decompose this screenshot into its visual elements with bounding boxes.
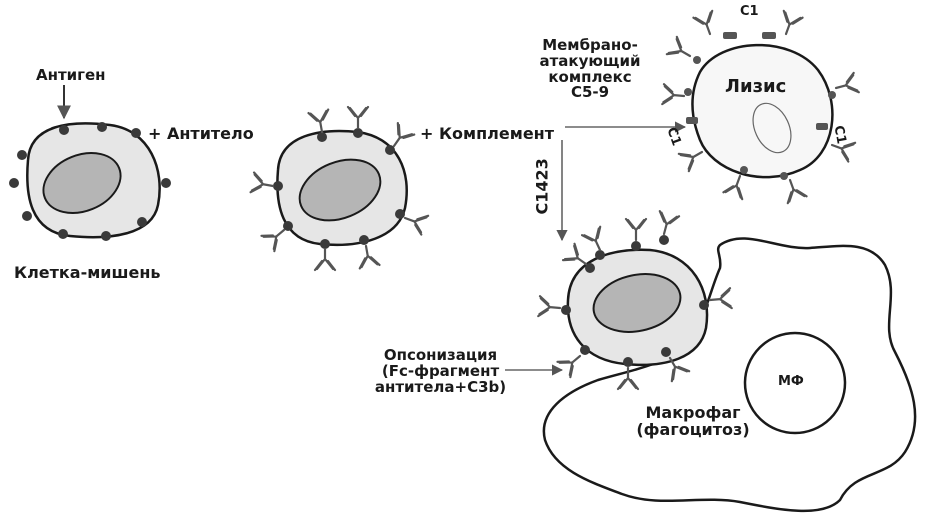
mac-line-3: комплекс <box>548 67 632 86</box>
opsonization-line-3: антитела+C3b) <box>374 377 507 396</box>
mac-line-1: Мембрано- <box>542 36 638 54</box>
mac-line-2: атакующий <box>539 51 641 70</box>
phagocytosed-cell <box>537 210 733 391</box>
c1423-label: C1423 <box>532 158 552 215</box>
macrophage-line-2: (фагоцитоз) <box>636 419 750 439</box>
opsonization-line-1: Опсонизация <box>383 346 498 364</box>
lysis-label: Лизис <box>725 76 787 97</box>
opsonization-label: Опсонизация (Fc-фрагмент антитела+C3b) <box>368 346 513 396</box>
plus-antibody-label: + Антитело <box>148 124 254 143</box>
c1-right-label: C1 <box>830 124 849 146</box>
mac-line-4: C5-9 <box>570 83 610 102</box>
mf-label: МФ <box>778 374 804 389</box>
lysed-cell <box>661 9 860 205</box>
antigen-dots <box>9 122 171 241</box>
plus-complement-label: + Комплемент <box>420 124 555 143</box>
target-cell-label: Клетка-мишень <box>14 263 161 282</box>
macrophage-line-1: Макрофаг <box>645 403 741 422</box>
macrophage-label: Макрофаг (фагоцитоз) <box>628 403 758 439</box>
antibody-coated-cell <box>249 105 430 272</box>
c1-top-label: C1 <box>740 4 759 19</box>
antigen-label: Антиген <box>36 66 106 84</box>
opsonization-line-2: (Fc-фрагмент <box>381 361 500 380</box>
target-cell <box>9 122 171 241</box>
mac-label: Мембрано- атакующий комплекс C5-9 <box>530 36 650 102</box>
